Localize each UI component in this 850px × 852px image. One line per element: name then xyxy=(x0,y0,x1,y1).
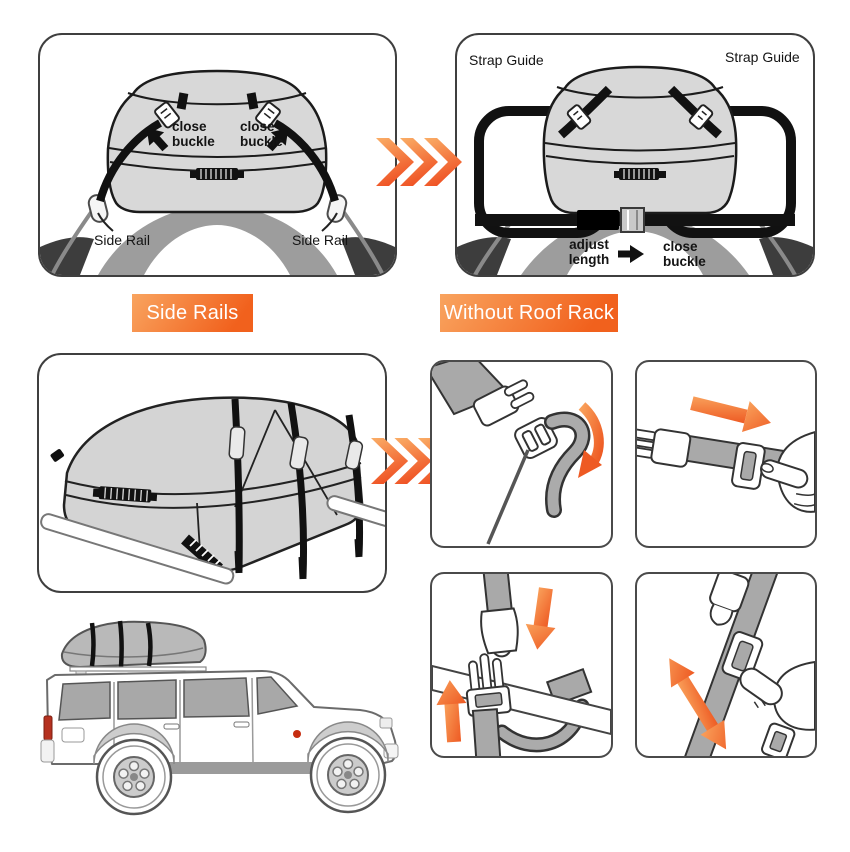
windows xyxy=(58,676,299,721)
buckle-left xyxy=(154,101,180,129)
close-buckle-arrow-right xyxy=(266,127,289,152)
bag-straps xyxy=(181,398,364,578)
close-buckle-label-left: close buckle xyxy=(172,119,215,149)
door-handle xyxy=(163,723,180,730)
close-buckle-label-right: close buckle xyxy=(240,119,283,149)
male-buckle xyxy=(637,428,692,468)
car-corner-left xyxy=(40,237,94,275)
female-buckle xyxy=(480,607,519,658)
car-roof-shadow xyxy=(98,205,337,275)
bottom-slider xyxy=(761,722,796,756)
panel-closeup-clip-buckle xyxy=(430,572,613,758)
bottom-strap xyxy=(471,708,502,756)
tail-light xyxy=(43,715,53,741)
zipper xyxy=(92,486,158,503)
roof-rail-front xyxy=(40,513,235,585)
down-arrow-icon xyxy=(525,587,556,650)
buckle-right xyxy=(688,104,714,130)
zipper xyxy=(190,168,244,180)
male-buckle xyxy=(472,379,535,427)
closeup-adjust-illustration xyxy=(669,574,815,756)
panel-bag-on-rails xyxy=(37,353,387,593)
suv-illustration xyxy=(40,620,399,816)
headlight xyxy=(379,717,393,729)
fuel-door xyxy=(61,727,85,743)
banner-without-roof-rack: Without Roof Rack xyxy=(440,294,618,332)
strap-guide-label-left: Strap Guide xyxy=(469,52,544,68)
close-buckle-arrow-left xyxy=(146,127,169,152)
strap-left xyxy=(96,119,163,203)
close-buckle-label: close buckle xyxy=(663,239,706,269)
top-strap xyxy=(482,574,513,615)
front-fender-flare xyxy=(307,721,389,763)
roof-bag xyxy=(60,620,207,669)
roof-rail xyxy=(69,666,207,672)
closeup-hook-illustration xyxy=(432,362,604,545)
panel-side-rails: close buckle close buckle Side Rail Side… xyxy=(38,33,397,277)
rear-wheel xyxy=(95,738,173,816)
strap-right xyxy=(272,119,339,203)
strap-loop xyxy=(546,414,588,516)
strap-guide-label-right: Strap Guide xyxy=(725,49,800,65)
roof-rail-rear xyxy=(326,495,385,531)
double-arrow-icon xyxy=(669,658,727,750)
length-adjuster xyxy=(577,210,619,230)
side-marker xyxy=(293,730,301,738)
rear-bumper xyxy=(40,739,55,763)
door-handle xyxy=(233,721,250,728)
buckle-right xyxy=(255,101,281,129)
panel-closeup-hook-strap xyxy=(430,360,613,548)
panel-without-roof-rack: Strap Guide Strap Guide adjust length cl… xyxy=(455,33,815,277)
car-corner-right xyxy=(341,237,395,275)
thin-cord xyxy=(486,449,530,545)
side-rails-illustration xyxy=(40,69,395,275)
panel-closeup-pull-strap xyxy=(635,360,817,548)
slider-buckle xyxy=(731,442,766,490)
suv-with-bag xyxy=(18,612,420,847)
side-rail-right-part xyxy=(326,194,348,223)
adjust-to-close-arrow xyxy=(618,245,644,263)
top-buckle xyxy=(709,574,750,626)
cargo-bag-rear-2 xyxy=(542,65,738,215)
zipper xyxy=(614,168,666,180)
buckle-left xyxy=(566,104,592,130)
cargo-bag-3d xyxy=(50,396,364,573)
up-arrow-icon xyxy=(436,680,467,743)
closeup-clip-illustration xyxy=(432,574,611,756)
without-roof-rack-illustration xyxy=(457,65,813,275)
hand xyxy=(760,431,815,513)
side-rail-left-part xyxy=(87,194,109,223)
center-buckle xyxy=(620,207,645,233)
banner-side-rails: Side Rails xyxy=(132,294,253,332)
side-rail-label-left: Side Rail xyxy=(94,232,151,248)
panel-closeup-adjust-strap xyxy=(635,572,817,758)
side-rail-label-right: Side Rail xyxy=(292,232,349,248)
hand xyxy=(739,661,815,731)
bag-3d-illustration xyxy=(40,396,385,585)
rear-fender-flare xyxy=(93,723,175,765)
hook-piece xyxy=(514,416,558,460)
male-buckle xyxy=(465,653,512,717)
closeup-pull-illustration xyxy=(637,396,815,513)
pull-arrow-icon xyxy=(690,396,771,433)
next-step-chevrons-top-icon xyxy=(376,138,462,186)
front-wheel xyxy=(309,736,387,814)
adjust-length-label: adjust length xyxy=(568,237,610,267)
strap-stub xyxy=(545,667,593,707)
